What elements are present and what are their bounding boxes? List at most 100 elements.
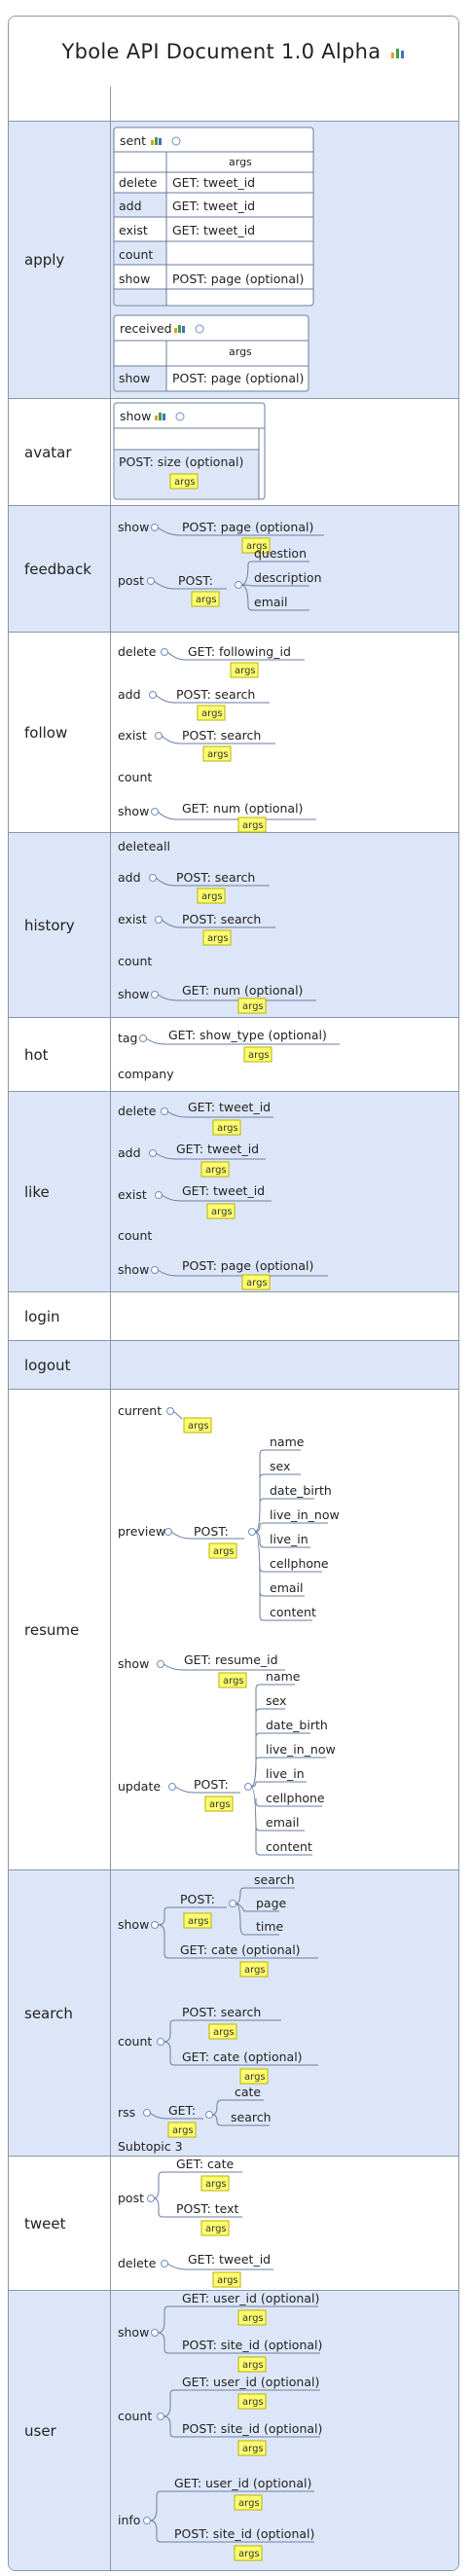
follow-show-dot[interactable] bbox=[151, 808, 159, 816]
user-count-key[interactable]: count bbox=[118, 2409, 152, 2423]
follow-exist-dot[interactable] bbox=[155, 732, 163, 740]
user-show-key[interactable]: show bbox=[118, 2325, 149, 2340]
avatar-expand-icon[interactable] bbox=[175, 412, 185, 421]
like-exist-key[interactable]: exist bbox=[118, 1187, 147, 1202]
avatar-chart-icon bbox=[155, 413, 165, 420]
like-show-val: POST: page (optional) bbox=[182, 1258, 313, 1273]
history-count-key[interactable]: count bbox=[118, 954, 152, 968]
follow-show-key[interactable]: show bbox=[118, 804, 149, 818]
resume-update-key[interactable]: update bbox=[118, 1779, 161, 1794]
resume-preview-field-name: name bbox=[270, 1434, 305, 1449]
follow-add-args: args bbox=[201, 708, 223, 719]
history-exist-key[interactable]: exist bbox=[118, 912, 147, 926]
like-delete-dot[interactable] bbox=[161, 1107, 168, 1115]
received-expand-icon[interactable] bbox=[195, 324, 204, 334]
like-count-key[interactable]: count bbox=[118, 1228, 152, 1243]
resume-preview-key[interactable]: preview bbox=[118, 1524, 165, 1539]
row-follow: follow delete GET: following_id args add… bbox=[9, 633, 458, 833]
hot-company-key[interactable]: company bbox=[118, 1067, 174, 1081]
row-label-resume: resume bbox=[24, 1620, 80, 1639]
history-add-dot[interactable] bbox=[149, 874, 157, 882]
resume-current-args: args bbox=[188, 1421, 209, 1432]
like-exist-dot[interactable] bbox=[155, 1191, 163, 1199]
search-show-key[interactable]: show bbox=[118, 1917, 149, 1932]
resume-preview-field-sex: sex bbox=[270, 1459, 290, 1473]
user-show-dot[interactable] bbox=[151, 2329, 159, 2337]
feedback-post-fields-dot[interactable] bbox=[235, 581, 242, 589]
search-rss-dot[interactable] bbox=[143, 2109, 151, 2117]
search-count-key[interactable]: count bbox=[118, 2034, 152, 2049]
tweet-delete-dot[interactable] bbox=[161, 2260, 168, 2268]
user-info-post: POST: site_id (optional) bbox=[174, 2526, 314, 2541]
feedback-show-key[interactable]: show bbox=[118, 520, 149, 534]
like-add-dot[interactable] bbox=[149, 1149, 157, 1157]
like-show-key[interactable]: show bbox=[118, 1262, 149, 1277]
history-show-key[interactable]: show bbox=[118, 987, 149, 1001]
history-show-dot[interactable] bbox=[151, 991, 159, 998]
sent-chart-icon bbox=[151, 137, 162, 145]
like-add-key[interactable]: add bbox=[118, 1145, 141, 1160]
search-count-post: POST: search bbox=[182, 2005, 261, 2019]
resume-preview-fields-dot[interactable] bbox=[248, 1528, 256, 1536]
tweet-post-get-args: args bbox=[205, 2179, 227, 2190]
search-count-dot[interactable] bbox=[157, 2038, 164, 2046]
tweet-post-key[interactable]: post bbox=[118, 2191, 144, 2205]
feedback-post-key[interactable]: post bbox=[118, 573, 144, 588]
resume-update-fields-dot[interactable] bbox=[244, 1783, 252, 1791]
follow-count-key[interactable]: count bbox=[118, 770, 152, 784]
resume-preview-field-content: content bbox=[270, 1605, 316, 1619]
title-row: Ybole API Document 1.0 Alpha bbox=[9, 17, 458, 88]
like-delete-key[interactable]: delete bbox=[118, 1104, 157, 1118]
follow-delete-key[interactable]: delete bbox=[118, 644, 157, 659]
sent-expand-icon[interactable] bbox=[171, 136, 181, 146]
follow-add-key[interactable]: add bbox=[118, 687, 141, 702]
tweet-post-post-args: args bbox=[205, 2224, 227, 2234]
tweet-post-dot[interactable] bbox=[147, 2195, 155, 2202]
resume-current-key[interactable]: current bbox=[118, 1403, 162, 1418]
user-show-get-args: args bbox=[242, 2313, 264, 2324]
hot-tag-key[interactable]: tag bbox=[118, 1031, 138, 1045]
search-rss-fields-dot[interactable] bbox=[205, 2111, 213, 2119]
resume-show-dot[interactable] bbox=[157, 1660, 164, 1668]
resume-current-dot[interactable] bbox=[166, 1407, 174, 1415]
tweet-delete-args: args bbox=[217, 2275, 238, 2286]
like-delete-args: args bbox=[217, 1123, 238, 1134]
history-add-key[interactable]: add bbox=[118, 870, 141, 885]
search-rss-get: GET: bbox=[168, 2103, 196, 2118]
tweet-delete-key[interactable]: delete bbox=[118, 2256, 157, 2270]
follow-delete-dot[interactable] bbox=[161, 648, 168, 656]
row-label-user: user bbox=[24, 2421, 56, 2440]
sent-key-show: show bbox=[119, 272, 150, 286]
search-rss-key[interactable]: rss bbox=[118, 2105, 135, 2120]
avatar-show-node[interactable]: show POST: size (optional) args bbox=[113, 402, 266, 500]
follow-exist-key[interactable]: exist bbox=[118, 728, 147, 743]
history-deleteall-key[interactable]: deleteall bbox=[118, 839, 170, 853]
row-label-feedback: feedback bbox=[24, 560, 91, 578]
row-logout: logout bbox=[9, 1341, 458, 1390]
search-show-field-search: search bbox=[254, 1872, 295, 1887]
feedback-show-dot[interactable] bbox=[151, 524, 159, 531]
received-node[interactable]: received args show POST: page (optional) bbox=[113, 314, 309, 392]
search-subtopic[interactable]: Subtopic 3 bbox=[118, 2139, 183, 2154]
like-show-dot[interactable] bbox=[151, 1266, 159, 1274]
hot-tag-dot[interactable] bbox=[139, 1034, 147, 1042]
resume-preview-field-live_in: live_in bbox=[270, 1532, 309, 1546]
resume-update-dot[interactable] bbox=[168, 1783, 176, 1791]
feedback-post-method: POST: bbox=[178, 573, 213, 588]
search-show-post-fields-dot[interactable] bbox=[229, 1900, 236, 1907]
sent-key-delete: delete bbox=[119, 175, 158, 190]
row-hot: hot tag GET: show_type (optional) args c… bbox=[9, 1018, 458, 1092]
resume-preview-dot[interactable] bbox=[164, 1528, 172, 1536]
resume-show-key[interactable]: show bbox=[118, 1656, 149, 1671]
user-info-dot[interactable] bbox=[143, 2517, 151, 2524]
user-count-dot[interactable] bbox=[157, 2413, 164, 2420]
search-show-dot[interactable] bbox=[151, 1921, 159, 1929]
resume-update-field-cellphone: cellphone bbox=[266, 1791, 325, 1805]
follow-add-dot[interactable] bbox=[149, 691, 157, 699]
user-info-key[interactable]: info bbox=[118, 2513, 140, 2527]
row-label-apply: apply bbox=[24, 251, 65, 269]
chart-icon bbox=[390, 49, 404, 58]
feedback-post-dot[interactable] bbox=[147, 577, 155, 585]
sent-node[interactable]: sent args delete GET: tweet_id bbox=[113, 127, 314, 307]
history-exist-dot[interactable] bbox=[155, 916, 163, 924]
